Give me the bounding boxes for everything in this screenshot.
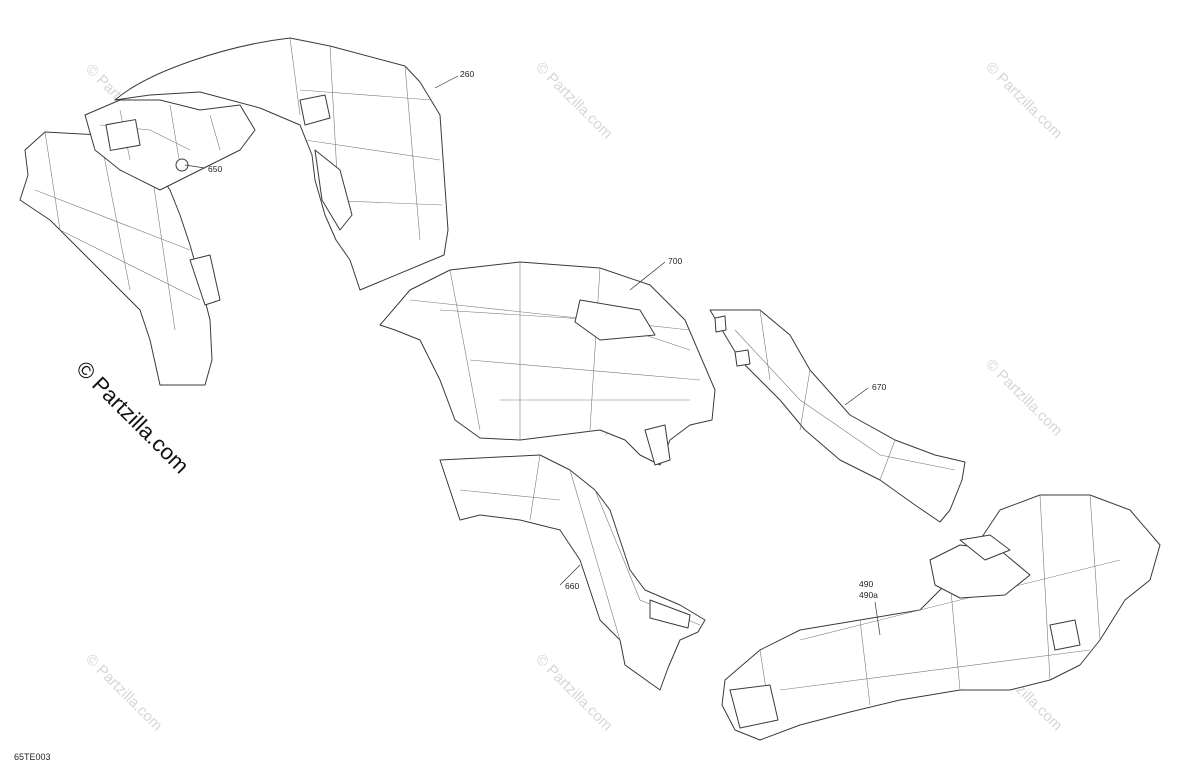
leader-700 bbox=[629, 261, 666, 291]
leader-660 bbox=[559, 564, 581, 586]
leader-260 bbox=[434, 75, 459, 89]
watermark-3: © Partzilla.com bbox=[982, 59, 1065, 142]
part-700-center-panel bbox=[379, 261, 716, 466]
diagram-code: 65TE003 bbox=[14, 752, 51, 762]
leader-lines bbox=[184, 75, 881, 636]
callout-260: 260 bbox=[460, 69, 474, 79]
part-670-side-strip bbox=[709, 309, 966, 523]
callout-490a: 490a bbox=[859, 590, 878, 600]
callout-670: 670 bbox=[872, 382, 886, 392]
callout-660: 660 bbox=[565, 581, 579, 591]
watermark-6: © Partzilla.com bbox=[82, 651, 165, 734]
part-660-lower-panel bbox=[439, 454, 706, 691]
leader-490 bbox=[874, 601, 881, 636]
watermark-2: © Partzilla.com bbox=[532, 59, 615, 142]
callout-650: 650 bbox=[208, 164, 222, 174]
leader-670 bbox=[844, 387, 869, 406]
callout-700: 700 bbox=[668, 256, 682, 266]
part-490-front-assembly bbox=[721, 494, 1161, 741]
callout-490: 490 bbox=[859, 579, 873, 589]
part-650-left-side-panel bbox=[19, 99, 256, 386]
leader-650 bbox=[184, 164, 206, 169]
part-260-front-panel bbox=[114, 37, 449, 291]
callouts: 260 650 700 670 660 490 490a bbox=[208, 69, 886, 600]
watermark-7: © Partzilla.com bbox=[532, 651, 615, 734]
watermark-5: © Partzilla.com bbox=[982, 356, 1065, 439]
